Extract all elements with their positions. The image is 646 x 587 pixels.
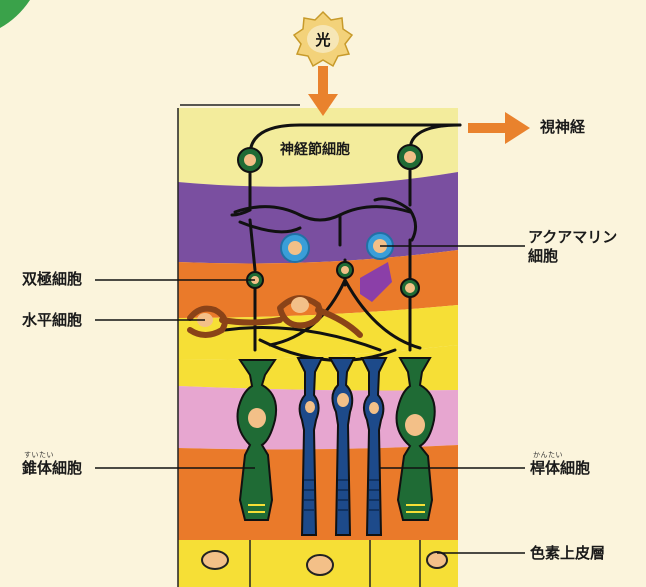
light-label: 光	[314, 31, 330, 49]
corner-decoration	[0, 0, 30, 28]
amacrine-cell-label: アクアマリン 細胞	[528, 228, 618, 265]
rod-striations	[304, 479, 379, 511]
bipolar-cell-middle	[336, 261, 354, 279]
rod-cell-label: 桿体細胞	[530, 459, 591, 477]
ganglion-cell-label: 神経節細胞	[280, 142, 350, 158]
rod-cell-3	[360, 357, 388, 536]
cone-cell-ruby: すいたい	[24, 451, 54, 459]
cone-cell-right	[395, 357, 436, 521]
bipolar-cell-right	[400, 278, 420, 298]
cone-cell-label: 錐体細胞	[22, 459, 83, 477]
light-sun-icon	[292, 10, 354, 68]
purple-cell	[360, 262, 392, 302]
pigment-epithelium-label: 色素上皮層	[530, 544, 606, 562]
optic-nerve-label: 視神経	[540, 118, 586, 136]
optic-nerve-arrow-icon	[468, 112, 530, 144]
leader-lines	[95, 245, 525, 554]
cone-cell-left	[236, 359, 278, 521]
ganglion-cell-right	[397, 144, 423, 170]
bipolar-cell-label: 双極細胞	[22, 270, 83, 288]
ganglion-cell-left	[237, 147, 263, 173]
horizontal-cells	[187, 295, 363, 338]
horizontal-cell-label: 水平細胞	[22, 311, 83, 329]
amacrine-cell-left	[280, 233, 310, 263]
light-arrow-icon	[308, 66, 338, 116]
rod-cell-ruby: かんたい	[533, 451, 563, 459]
horizontal-cell-nucleus-right	[291, 297, 309, 313]
